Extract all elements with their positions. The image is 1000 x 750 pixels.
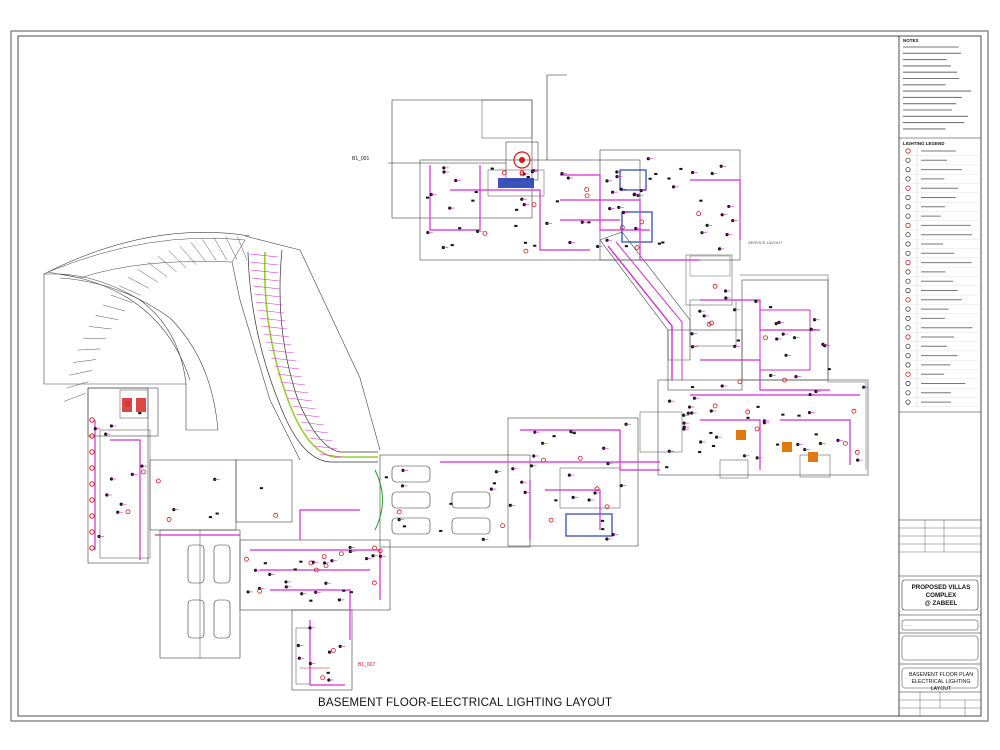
curved-pergola — [64, 236, 248, 402]
ramp — [247, 249, 378, 463]
project-name-line1: PROPOSED VILLAS COMPLEX — [911, 584, 971, 599]
project-name-line2: @ ZABEEL — [924, 600, 958, 607]
section-leaders — [300, 74, 567, 669]
notes-list — [903, 46, 972, 130]
sheet-title-line2: ELECTRICAL LIGHTING LAYOUT — [911, 679, 971, 692]
service-area-label: SERVICE LAYOUT — [748, 240, 783, 245]
lighting-circuits — [94, 165, 860, 686]
sheet-title: BASEMENT FLOOR PLAN ELECTRICAL LIGHTING … — [902, 672, 980, 693]
lighting-legend — [899, 147, 981, 407]
parking-cars — [187, 544, 231, 639]
drawing-caption: BASEMENT FLOOR-ELECTRICAL LIGHTING LAYOU… — [318, 697, 613, 709]
notes-heading: NOTES — [903, 38, 919, 43]
parking-cars-2 — [391, 465, 491, 535]
floor-plan — [43, 99, 869, 691]
section-tag-b1-001: B1_001 — [352, 156, 370, 162]
sheet-title-line1: BASEMENT FLOOR PLAN — [908, 672, 974, 678]
section-tag-b1-007: B1_007 — [358, 662, 376, 668]
project-name: PROPOSED VILLAS COMPLEX @ ZABEEL — [902, 584, 980, 608]
legend-heading: LIGHTING LEGEND — [903, 141, 945, 146]
light-fixtures — [89, 157, 869, 682]
drawing-frame — [17, 35, 982, 717]
sheet-border — [10, 30, 989, 722]
svg-text:·······: ······· — [903, 623, 912, 628]
title-block: ······· — [898, 36, 981, 716]
